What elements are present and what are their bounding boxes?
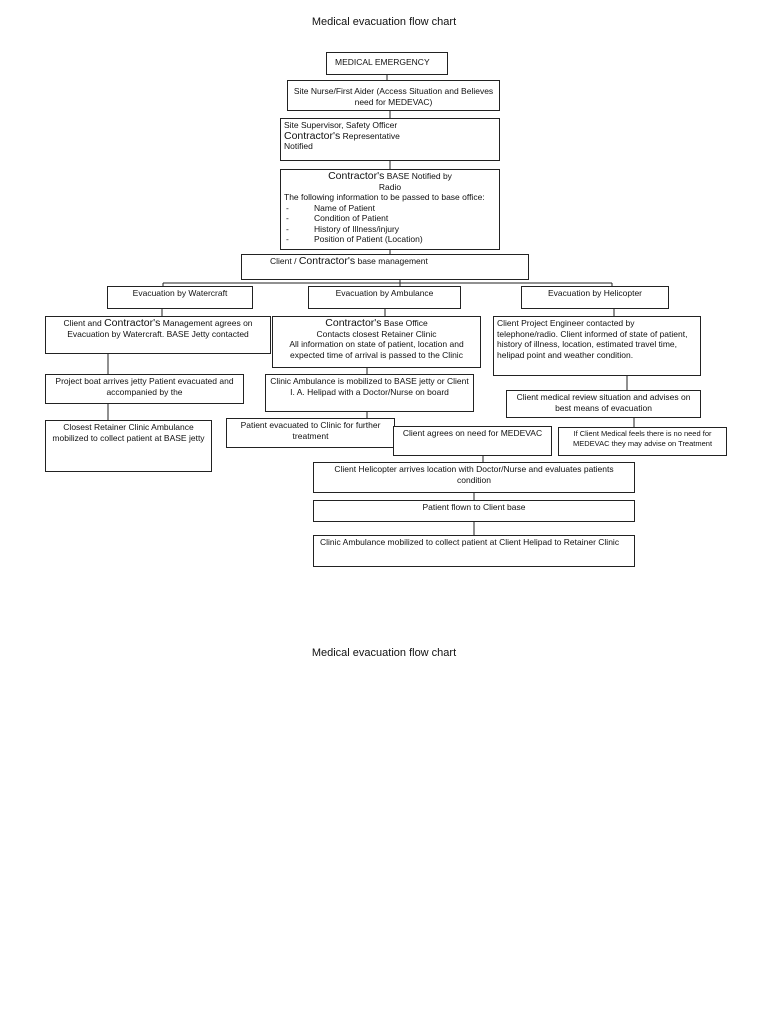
a1-line2: Contacts closest Retainer Clinic — [316, 328, 437, 339]
supervisor-line2: Representative — [340, 130, 400, 141]
contractor-label: Contractor's — [325, 317, 382, 329]
node-clinic-ambulance-helipad: Clinic Ambulance mobilized to collect pa… — [313, 535, 635, 567]
w1-post: Management agrees on Evacuation by Water… — [67, 318, 253, 339]
node-medical-emergency: MEDICAL EMERGENCY — [326, 52, 448, 75]
node-client-project-engineer: Client Project Engineer contacted by tel… — [493, 316, 701, 376]
info-item: Condition of Patient — [284, 213, 496, 224]
contractor-label: Contractor's — [328, 170, 385, 182]
contractor-label: Contractor's — [104, 317, 161, 329]
page-title: Medical evacuation flow chart — [311, 16, 457, 28]
supervisor-line1: Site Supervisor, Safety Officer — [284, 120, 398, 130]
info-list: Name of Patient Condition of Patient His… — [284, 203, 496, 245]
node-no-medevac-treatment: If Client Medical feels there is no need… — [558, 427, 727, 456]
supervisor-line3: Notified — [284, 141, 313, 151]
page-title-repeat: Medical evacuation flow chart — [311, 647, 457, 659]
base-line2: Radio — [378, 181, 402, 192]
info-item: History of Illness/injury — [284, 224, 496, 235]
node-client-medical-review: Client medical review situation and advi… — [506, 390, 701, 418]
base-line1: BASE Notified by — [384, 171, 452, 181]
w1-pre: Client and — [63, 318, 105, 328]
node-evacuation-watercraft: Evacuation by Watercraft — [107, 286, 253, 309]
node-patient-evacuated-clinic: Patient evacuated to Clinic for further … — [226, 418, 395, 448]
node-clinic-ambulance-mobilized: Clinic Ambulance is mobilized to BASE je… — [265, 374, 474, 412]
management-post: base management — [355, 256, 428, 266]
node-patient-flown: Patient flown to Client base — [313, 500, 635, 522]
contractor-label: Contractor's — [284, 129, 341, 142]
node-evacuation-ambulance: Evacuation by Ambulance — [308, 286, 461, 309]
node-base-management: Client / Contractor's base management — [241, 254, 529, 280]
node-contractor-base-office: Contractor's Base Office Contacts closes… — [272, 316, 481, 368]
a1-line1: Base Office — [381, 318, 428, 328]
a1-line3: All information on state of patient, loc… — [289, 339, 464, 360]
connector-lines — [107, 75, 635, 535]
node-client-helicopter-arrives: Client Helicopter arrives location with … — [313, 462, 635, 493]
info-item: Position of Patient (Location) — [284, 234, 496, 245]
info-item: Name of Patient — [284, 203, 496, 214]
node-watercraft-agreement: Client and Contractor's Management agree… — [45, 316, 271, 354]
base-line3: The following information to be passed t… — [284, 192, 485, 202]
node-site-supervisor: Site Supervisor, Safety Officer Contract… — [280, 118, 500, 161]
node-evacuation-helicopter: Evacuation by Helicopter — [521, 286, 669, 309]
management-pre: Client / — [270, 256, 299, 266]
node-project-boat: Project boat arrives jetty Patient evacu… — [45, 374, 244, 404]
contractor-label: Contractor's — [298, 255, 356, 267]
node-closest-retainer-ambulance: Closest Retainer Clinic Ambulance mobili… — [45, 420, 212, 472]
node-client-agrees-medevac: Client agrees on need for MEDEVAC — [393, 426, 552, 456]
node-site-nurse: Site Nurse/First Aider (Access Situation… — [287, 80, 500, 111]
node-contractor-base: Contractor's BASE Notified by Radio The … — [280, 169, 500, 250]
